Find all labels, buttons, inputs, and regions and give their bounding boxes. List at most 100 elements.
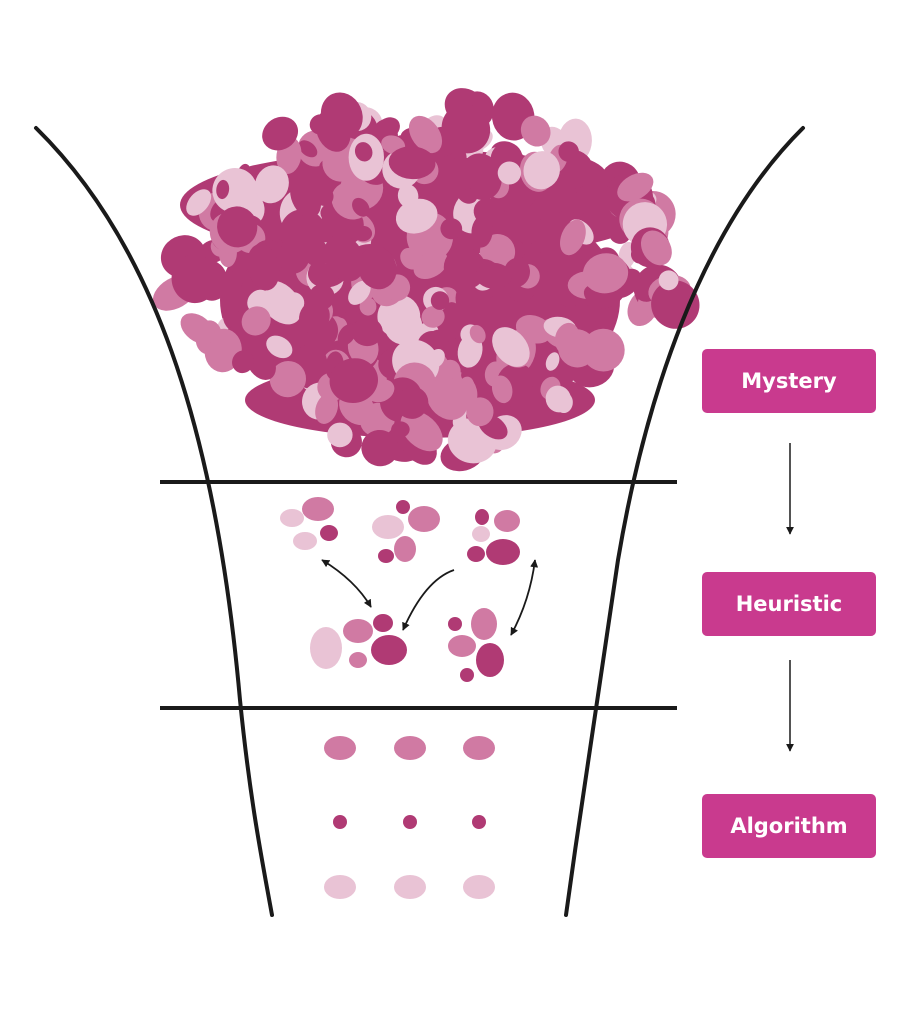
blob	[446, 156, 480, 190]
blob	[466, 397, 494, 427]
blob	[440, 302, 464, 340]
blob	[337, 323, 357, 346]
algorithm-dot	[394, 736, 426, 760]
blob	[278, 292, 305, 317]
blob	[617, 172, 654, 202]
mystery-blob-cloud	[152, 88, 700, 472]
algorithm-dot	[472, 815, 486, 829]
blob	[301, 235, 329, 267]
blob	[408, 115, 443, 154]
heuristic-blob	[349, 652, 367, 668]
algorithm-label: Algorithm	[702, 794, 876, 858]
blob	[469, 324, 486, 344]
blob	[245, 344, 276, 381]
blob	[217, 206, 258, 248]
blob	[523, 151, 560, 190]
algorithm-dot	[324, 736, 356, 760]
algorithm-dot-grid	[324, 736, 495, 899]
heuristic-blob	[472, 526, 490, 542]
blob	[375, 117, 400, 140]
blob	[509, 383, 547, 425]
blob	[658, 270, 679, 291]
heuristic-arrow-middle	[402, 569, 455, 631]
blob	[491, 375, 513, 404]
blob	[588, 186, 615, 215]
blob	[354, 142, 373, 162]
blob	[497, 161, 522, 185]
blob	[232, 350, 254, 374]
heuristic-clusters	[280, 497, 520, 682]
blob	[519, 218, 544, 245]
algorithm-dot	[463, 736, 495, 760]
blob	[327, 422, 353, 448]
blob	[290, 176, 322, 218]
heuristic-blob	[476, 643, 504, 677]
blob	[241, 306, 271, 336]
blob	[324, 234, 365, 282]
blob	[515, 315, 552, 344]
blob	[545, 385, 572, 413]
blob	[266, 335, 293, 359]
heuristic-blob	[448, 617, 462, 631]
blob	[186, 189, 212, 216]
algorithm-dot	[403, 815, 417, 829]
blob	[216, 179, 230, 200]
heuristic-blob	[378, 549, 394, 563]
heuristic-blob	[293, 532, 317, 550]
blob	[427, 348, 445, 369]
blob	[475, 262, 512, 289]
blob	[329, 358, 379, 404]
blob	[546, 180, 576, 214]
blob	[298, 300, 330, 334]
algorithm-dot	[463, 875, 495, 899]
blob	[254, 165, 289, 204]
blob	[269, 360, 307, 398]
blob	[441, 104, 491, 154]
funnel-right-wall	[564, 126, 805, 917]
heuristic-blob	[320, 525, 338, 541]
heuristic-blob	[396, 500, 410, 514]
heuristic-blob	[343, 619, 373, 643]
heuristic-blob	[467, 546, 485, 562]
blob	[582, 253, 629, 294]
heuristic-blob	[302, 497, 334, 521]
heuristic-blob	[372, 515, 404, 539]
algorithm-dot	[333, 815, 347, 829]
blob	[560, 219, 586, 256]
heuristic-blob	[280, 509, 304, 527]
algorithm-dot	[324, 875, 356, 899]
heuristic-blob	[471, 608, 497, 640]
blob	[440, 218, 463, 240]
blob	[352, 197, 370, 217]
blob	[430, 291, 450, 310]
blob	[456, 376, 475, 405]
blob	[520, 115, 551, 147]
blob	[640, 230, 672, 266]
blob	[384, 306, 423, 345]
blob	[395, 198, 438, 234]
blob	[348, 280, 371, 305]
blob	[396, 386, 429, 419]
blob	[558, 141, 579, 163]
blob	[421, 306, 445, 328]
heuristic-blob	[486, 539, 520, 565]
blob	[388, 146, 436, 180]
heuristic-blob	[494, 510, 520, 532]
heuristic-blob	[448, 635, 476, 657]
blob	[171, 254, 218, 304]
heuristic-blob	[310, 627, 342, 669]
blob	[361, 429, 399, 467]
heuristic-blob	[371, 635, 407, 665]
heuristic-blob	[394, 536, 416, 562]
mystery-label: Mystery	[702, 349, 876, 413]
blob	[359, 297, 377, 316]
blob	[262, 116, 299, 151]
heuristic-blob	[475, 509, 489, 525]
funnel-left-wall	[34, 126, 274, 917]
blob	[247, 244, 280, 291]
blob	[400, 410, 443, 452]
blob	[554, 322, 580, 355]
heuristic-label: Heuristic	[702, 572, 876, 636]
blob	[320, 92, 363, 139]
blob	[492, 327, 530, 367]
